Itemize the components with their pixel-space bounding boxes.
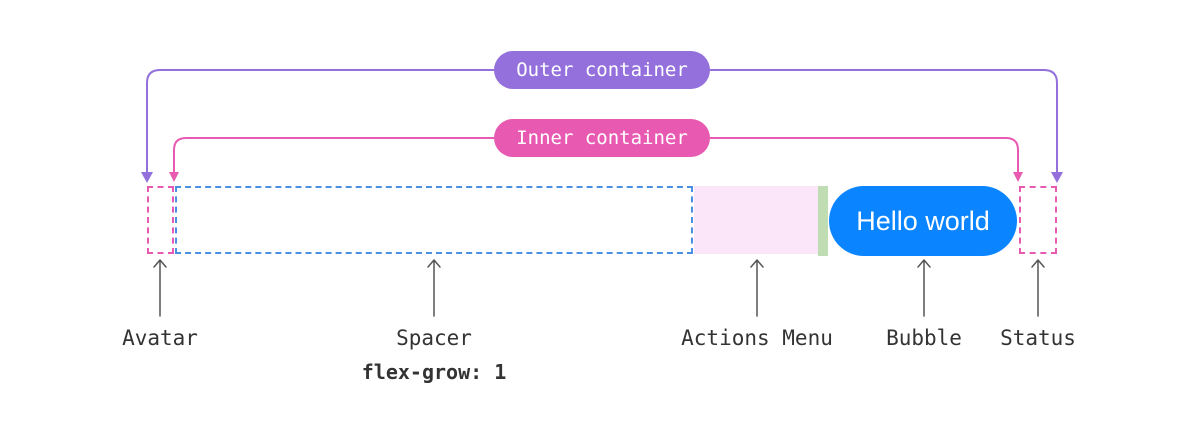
inner-right-arrowhead bbox=[1013, 172, 1023, 182]
actions-menu-edge bbox=[818, 186, 828, 256]
actions-menu-slot bbox=[694, 186, 818, 254]
spacer-slot bbox=[175, 186, 693, 254]
outer-left-arrowhead bbox=[141, 172, 153, 183]
avatar-pointer-arrow bbox=[153, 259, 167, 317]
status-slot bbox=[1019, 186, 1057, 254]
avatar-slot bbox=[147, 186, 174, 254]
inner-left-arrowhead bbox=[169, 172, 179, 182]
outer-container-bracket bbox=[146, 69, 1058, 173]
message-bubble: Hello world bbox=[829, 186, 1017, 256]
spacer-label: Spacer bbox=[396, 326, 472, 350]
spacer-flex-note: flex-grow: 1 bbox=[361, 360, 507, 384]
status-label: Status bbox=[1000, 326, 1076, 350]
spacer-pointer-arrow bbox=[427, 259, 441, 317]
avatar-label: Avatar bbox=[122, 326, 198, 350]
bubble-label: Bubble bbox=[886, 326, 962, 350]
inner-container-bracket bbox=[173, 137, 1019, 173]
inner-container-label: Inner container bbox=[494, 119, 710, 157]
actions-menu-pointer-arrow bbox=[750, 259, 764, 317]
status-pointer-arrow bbox=[1031, 259, 1045, 317]
actions-menu-label: Actions Menu bbox=[681, 326, 833, 350]
outer-container-label: Outer container bbox=[494, 51, 710, 89]
outer-right-arrowhead bbox=[1051, 172, 1063, 183]
bubble-pointer-arrow bbox=[917, 259, 931, 317]
